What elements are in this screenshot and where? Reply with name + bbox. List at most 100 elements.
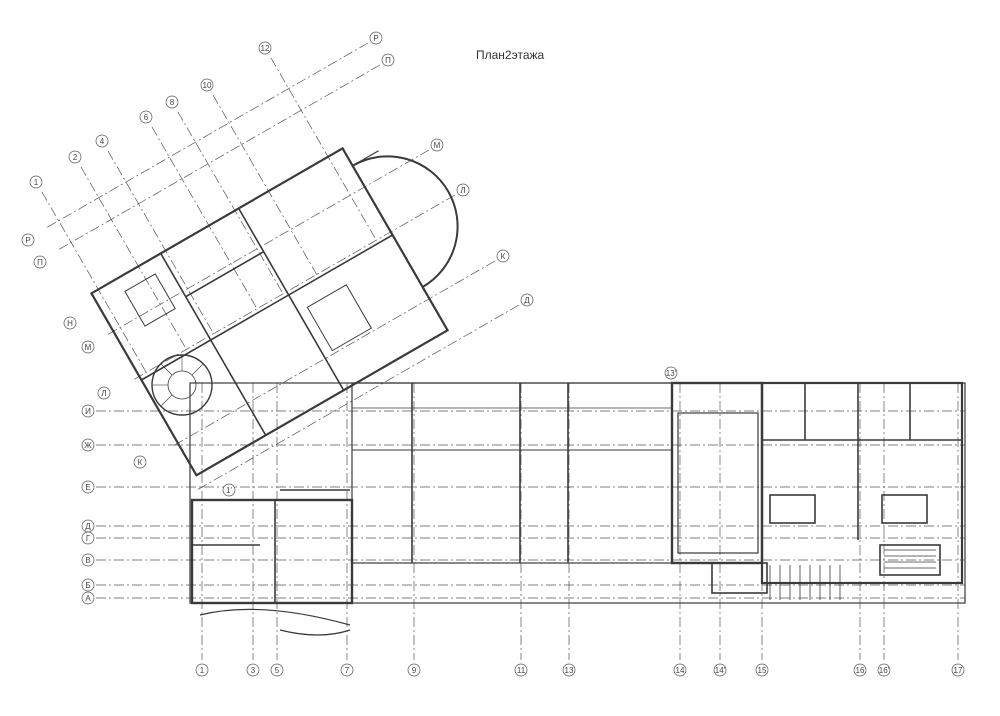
axis-bubble-bottom-10: 16	[853, 663, 867, 677]
axis-bubble-left-2: Е	[81, 480, 95, 494]
svg-text:И: И	[85, 407, 91, 416]
svg-text:Р: Р	[25, 236, 30, 245]
svg-text:Б: Б	[85, 581, 90, 590]
axis-bubble-wleft-5: К	[133, 455, 147, 469]
axis-bubble-13p: 13'	[664, 366, 678, 380]
axis-bubble-left-1: Ж	[81, 438, 95, 452]
axis-bubble-top-3: 6	[139, 110, 153, 124]
axis-bubble-top-2: 4	[95, 134, 109, 148]
axis-line-top-8	[177, 111, 283, 293]
axis-line-top-12	[270, 57, 376, 239]
svg-text:6: 6	[144, 113, 149, 122]
axis-bubble-wleft-4: Л	[97, 386, 111, 400]
axis-bubble-wleft-3: М	[81, 340, 95, 354]
svg-text:10: 10	[203, 81, 212, 90]
axis-line-right-3	[132, 194, 456, 381]
axis-line-right-0	[45, 42, 369, 229]
svg-text:14': 14'	[715, 666, 726, 675]
axis-bubble-bottom-1: 3	[246, 663, 260, 677]
svg-text:А: А	[85, 594, 91, 603]
axis-bubble-bottom-11: 16'	[877, 663, 891, 677]
axis-bubble-right-4: К	[496, 249, 510, 263]
axis-bubble-top-0: 1	[29, 175, 43, 189]
axis-bubble-wleft-0: Р	[21, 233, 35, 247]
axis-bubble-bottom-5: 11	[514, 663, 528, 677]
axis-bubble-left-3: Д	[81, 519, 95, 533]
svg-text:В: В	[85, 556, 90, 565]
svg-text:Г: Г	[86, 534, 91, 543]
axis-bubble-top-5: 10	[200, 78, 214, 92]
axis-bubble-bottom-7: 14	[673, 663, 687, 677]
axis-line-right-1	[57, 64, 381, 251]
axis-line-top-4	[107, 150, 213, 332]
axis-bubble-top-4: 8	[165, 95, 179, 109]
axis-bubble-bottom-3: 7	[340, 663, 354, 677]
svg-text:П: П	[37, 258, 43, 267]
axis-line-top-2	[80, 166, 186, 348]
axis-line-top-1	[41, 191, 147, 373]
axis-bubble-left-6: Б	[81, 578, 95, 592]
svg-text:Л: Л	[101, 389, 106, 398]
svg-text:8: 8	[170, 98, 175, 107]
svg-text:Л: Л	[460, 186, 465, 195]
axis-line-right-5	[196, 304, 520, 491]
axis-bubble-bottom-4: 9	[407, 663, 421, 677]
svg-text:7: 7	[345, 666, 350, 675]
axis-bubble-wleft-2: Н	[63, 316, 77, 330]
axis-bubble-right-2: М	[430, 138, 444, 152]
svg-text:Ж: Ж	[84, 441, 92, 450]
svg-text:Р: Р	[373, 34, 378, 43]
axis-bubble-left-5: В	[81, 553, 95, 567]
svg-text:12: 12	[261, 44, 270, 53]
axis-grid-lines	[41, 42, 965, 660]
svg-text:К: К	[501, 252, 506, 261]
axis-bubble-bottom-9: 15	[755, 663, 769, 677]
svg-text:16: 16	[856, 666, 865, 675]
axis-bubble-top-1: 2	[68, 150, 82, 164]
svg-text:17: 17	[954, 666, 963, 675]
svg-text:П: П	[385, 56, 391, 65]
axis-bubble-1p: 1'	[222, 483, 236, 497]
axis-bubble-bottom-8: 14'	[713, 663, 727, 677]
svg-text:13: 13	[565, 666, 574, 675]
svg-text:5: 5	[275, 666, 280, 675]
svg-text:3: 3	[251, 666, 256, 675]
axis-line-right-4	[172, 260, 496, 447]
svg-text:11: 11	[517, 666, 526, 675]
svg-text:К: К	[138, 458, 143, 467]
svg-text:М: М	[85, 343, 92, 352]
axis-bubble-right-0: Р	[369, 31, 383, 45]
axis-bubble-right-5: Д	[520, 293, 534, 307]
svg-text:16': 16'	[879, 666, 890, 675]
svg-text:9: 9	[412, 666, 417, 675]
svg-text:4: 4	[100, 137, 105, 146]
svg-text:Д: Д	[85, 522, 91, 531]
svg-text:Д: Д	[524, 296, 530, 305]
axis-bubble-left-7: А	[81, 591, 95, 605]
svg-text:13': 13'	[666, 369, 677, 378]
axis-bubble-bottom-6: 13	[562, 663, 576, 677]
axis-bubble-right-1: П	[381, 53, 395, 67]
axis-line-top-10	[212, 94, 318, 276]
svg-text:15: 15	[758, 666, 767, 675]
axis-line-right-2	[106, 149, 430, 336]
axis-bubble-wleft-1: П	[33, 255, 47, 269]
plan-title: План2этажа	[476, 48, 545, 62]
svg-text:14: 14	[676, 666, 685, 675]
axis-bubble-right-3: Л	[456, 183, 470, 197]
svg-text:1: 1	[200, 666, 205, 675]
axis-bubble-left-0: И	[81, 404, 95, 418]
svg-text:1: 1	[34, 178, 39, 187]
svg-text:Е: Е	[85, 483, 90, 492]
wall-outlines	[89, 146, 966, 636]
axis-bubble-bottom-0: 1	[195, 663, 209, 677]
svg-text:Н: Н	[67, 319, 73, 328]
axis-bubble-bottom-2: 5	[270, 663, 284, 677]
svg-text:2: 2	[73, 153, 78, 162]
axis-bubble-bottom-12: 17	[951, 663, 965, 677]
svg-text:М: М	[434, 141, 441, 150]
axis-line-top-6	[151, 126, 257, 308]
svg-text:1': 1'	[226, 486, 232, 495]
axis-bubble-left-4: Г	[81, 531, 95, 545]
